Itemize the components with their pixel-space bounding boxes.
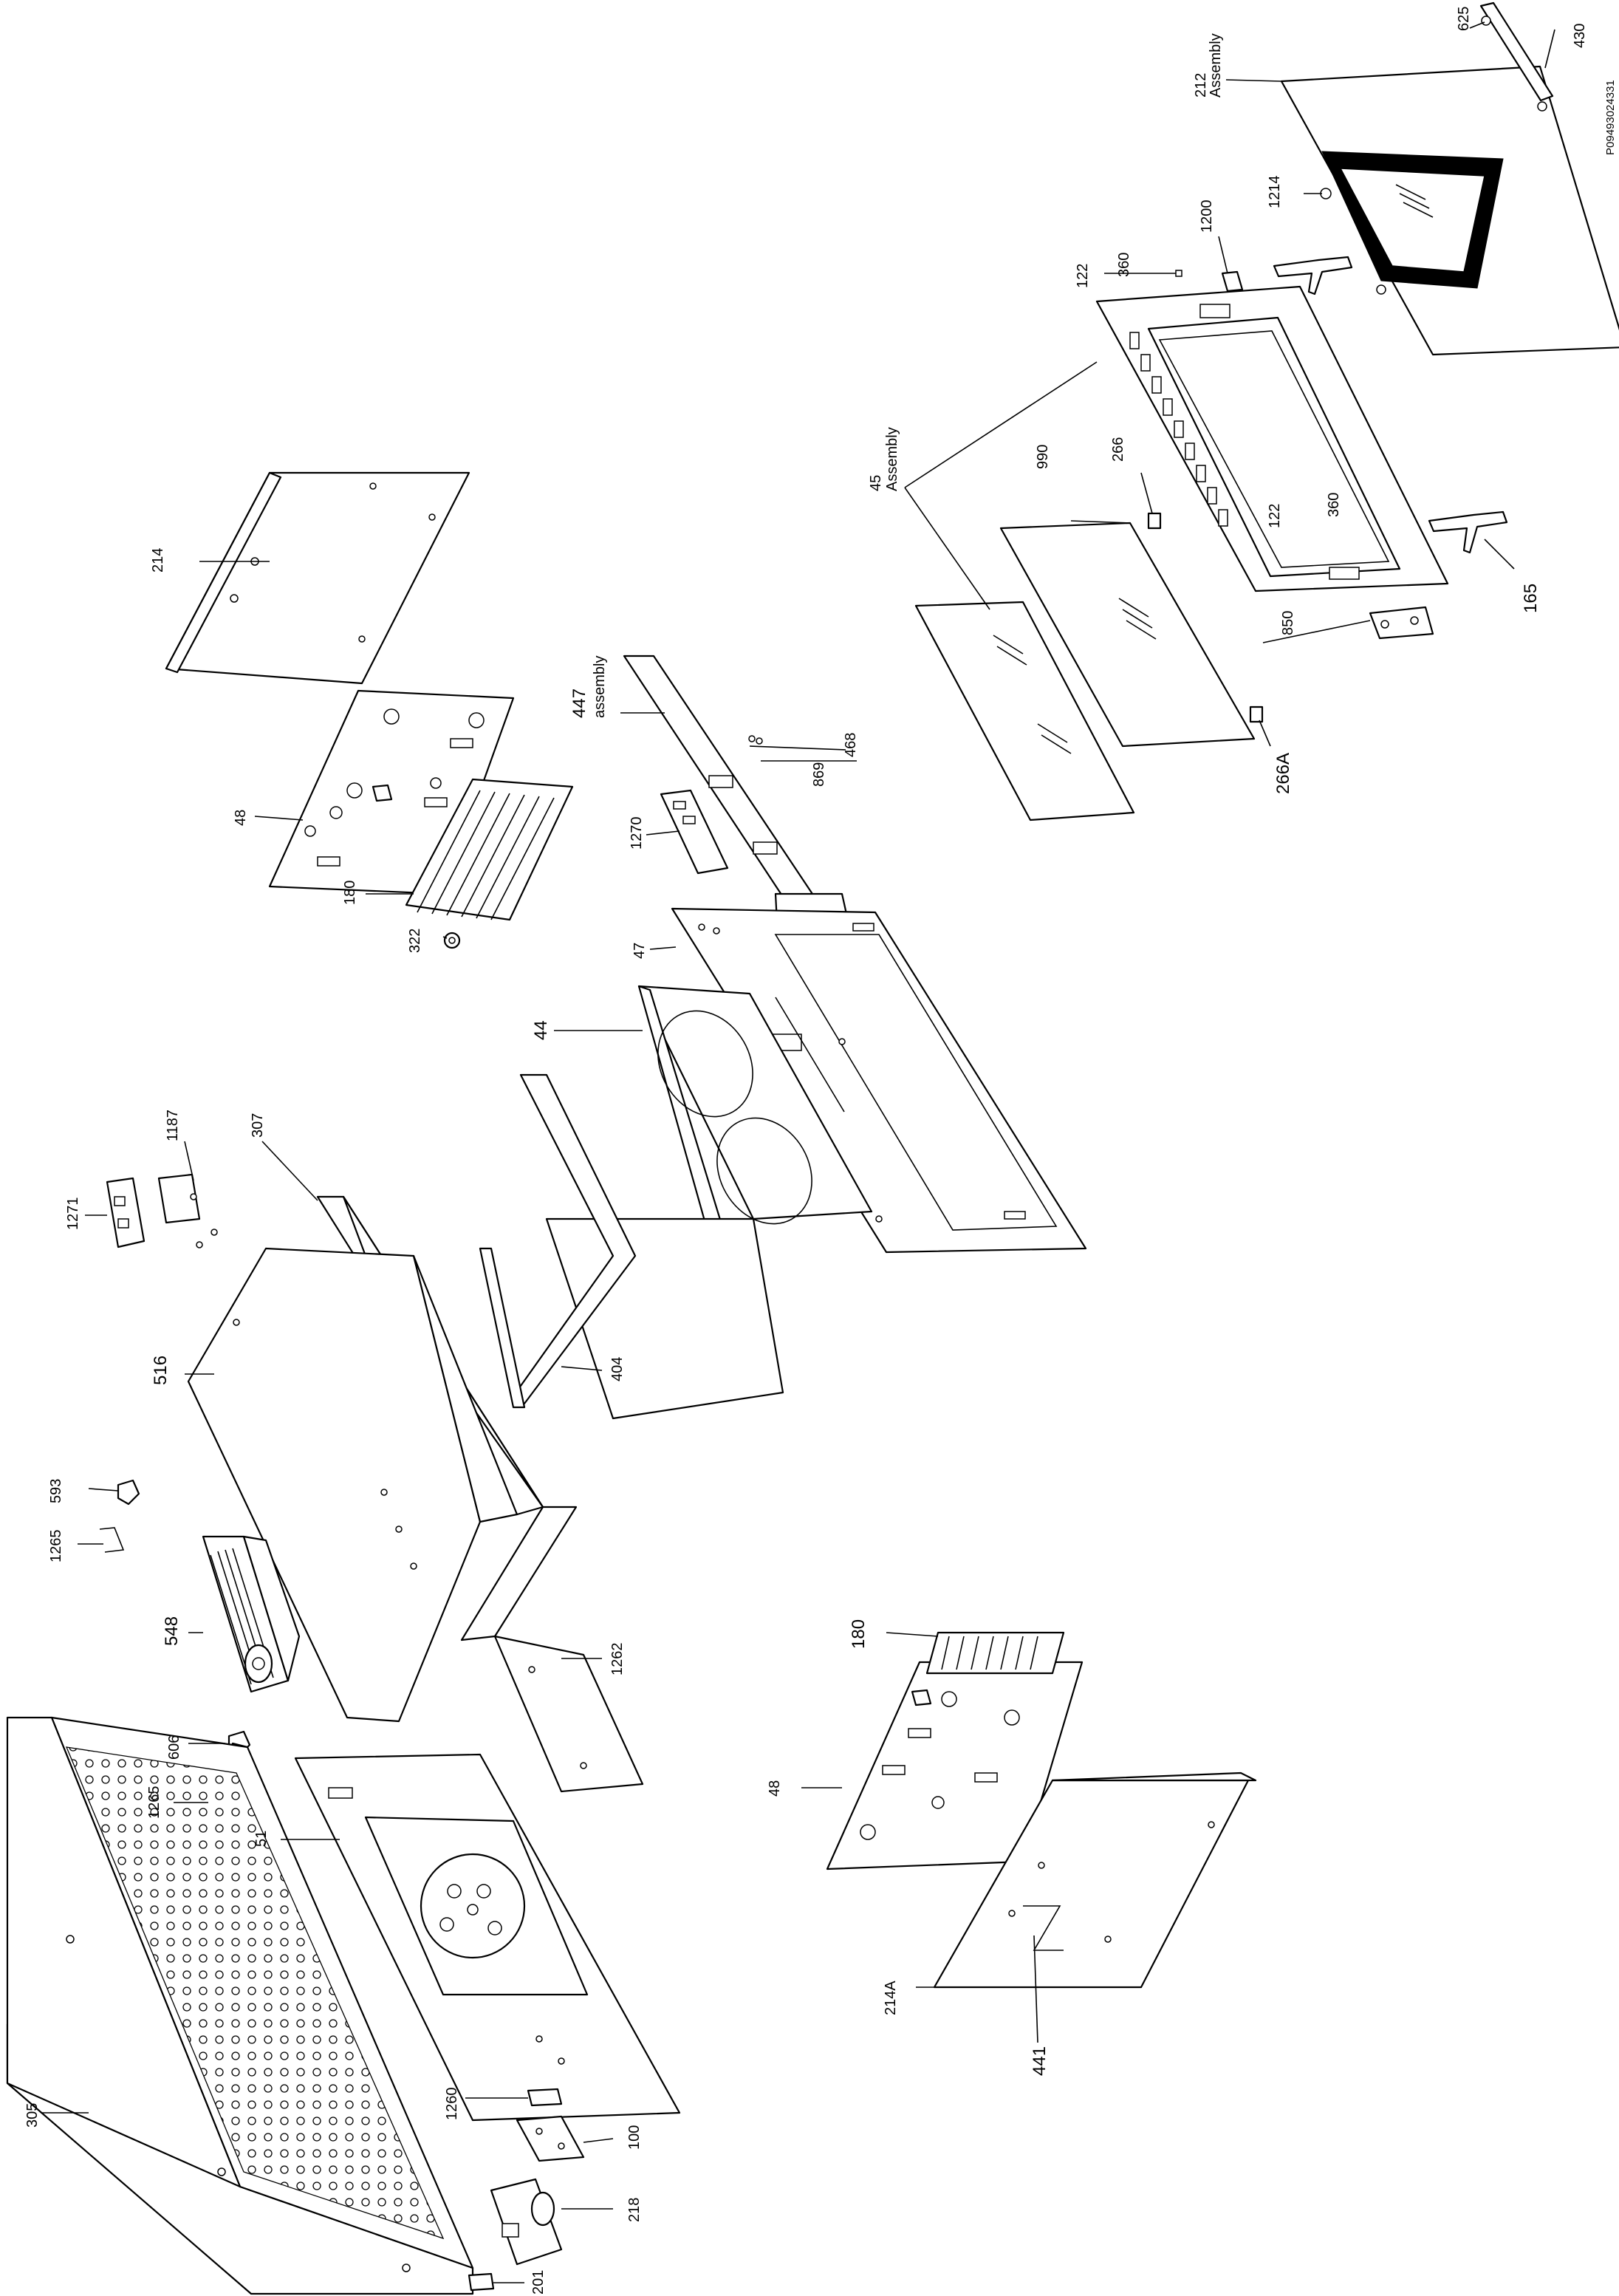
- bracket-100: [516, 2115, 585, 2162]
- label-100: 100: [626, 2125, 643, 2150]
- label-869: 869: [811, 762, 827, 787]
- label-1265-upper: 1265: [48, 1530, 64, 1563]
- label-447: 447: [569, 689, 589, 718]
- label-360-lower: 360: [1326, 493, 1342, 517]
- label-214: 214: [150, 548, 166, 573]
- electronic-module-1270: [660, 789, 729, 875]
- label-990: 990: [1035, 445, 1051, 469]
- label-1271: 1271: [65, 1197, 81, 1231]
- label-122-lower: 122: [1267, 504, 1283, 528]
- bracket-1260: [527, 2088, 563, 2107]
- label-212: 212: [1193, 73, 1209, 98]
- glass-pane-990: [999, 522, 1256, 748]
- label-1270: 1270: [629, 817, 645, 850]
- label-447-assembly: assembly: [592, 656, 608, 718]
- side-panel-214: [165, 471, 470, 685]
- label-45-assembly: Assembly: [884, 427, 900, 491]
- label-322: 322: [407, 929, 423, 953]
- label-1200: 1200: [1199, 200, 1215, 233]
- door-hinge-upper: [1273, 256, 1353, 295]
- tangential-fan-548: [202, 1535, 301, 1693]
- outer-wrapper-305: [6, 1716, 474, 2295]
- label-1262: 1262: [609, 1643, 626, 1676]
- drawing-code: P09493024331: [1604, 80, 1617, 155]
- outer-casing-516: [187, 1247, 518, 1723]
- label-266: 266: [1110, 437, 1126, 462]
- door-trim-bar-430: [1479, 1, 1554, 112]
- glass-spacer-266: [1147, 512, 1162, 530]
- clip-1200: [1221, 270, 1244, 293]
- shelf-rack-180-lower: [925, 1631, 1065, 1675]
- fan-nut-322: [443, 932, 461, 949]
- switch-1271: [106, 1177, 218, 1248]
- label-360-upper: 360: [1116, 253, 1132, 277]
- label-1260: 1260: [444, 2088, 460, 2121]
- rear-rail-1262: [460, 1506, 644, 1793]
- label-180-lower: 180: [849, 1619, 869, 1649]
- label-468: 468: [843, 733, 859, 757]
- label-850: 850: [1280, 611, 1296, 635]
- clip-593: [117, 1479, 140, 1506]
- label-165: 165: [1521, 584, 1541, 613]
- label-404: 404: [609, 1357, 626, 1381]
- label-606: 606: [166, 1735, 182, 1760]
- leader-lines: [41, 21, 1555, 2283]
- clip-1265-upper: [99, 1527, 125, 1553]
- label-47: 47: [631, 943, 648, 959]
- side-panel-214A: [933, 1771, 1257, 1989]
- label-548: 548: [162, 1616, 182, 1646]
- label-430: 430: [1572, 24, 1588, 48]
- label-51: 51: [253, 1831, 270, 1847]
- label-45: 45: [868, 475, 884, 491]
- side-guard-404: [479, 1073, 637, 1409]
- bracket-1187: [157, 1173, 201, 1224]
- outer-door-panel-212: [1280, 65, 1619, 356]
- callout-labels: 625 430 212 Assembly 1214 1200 122 360 4…: [24, 7, 1617, 2295]
- label-516: 516: [151, 1356, 171, 1385]
- label-48-lower: 48: [767, 1780, 783, 1797]
- label-122-upper: 122: [1075, 264, 1091, 288]
- label-441: 441: [1030, 2046, 1050, 2076]
- label-1265-lower: 1265: [146, 1786, 162, 1820]
- label-180-upper: 180: [342, 881, 358, 905]
- label-625: 625: [1456, 7, 1472, 31]
- glass-pane-inner: [914, 601, 1135, 821]
- shelf-rack-180-upper: [405, 778, 574, 921]
- label-212-assembly: Assembly: [1208, 33, 1224, 98]
- screw-1214: [1320, 188, 1332, 199]
- inner-door-frame-45: [1095, 285, 1449, 592]
- rear-panel-51: [294, 1753, 681, 2122]
- label-218: 218: [626, 2198, 643, 2222]
- label-307: 307: [250, 1113, 266, 1138]
- screw-360-upper: [1175, 270, 1182, 277]
- label-201: 201: [530, 2270, 547, 2295]
- clip-201: [468, 2272, 495, 2292]
- label-1187: 1187: [165, 1110, 181, 1141]
- label-593: 593: [48, 1479, 64, 1503]
- label-214A: 214A: [883, 1981, 899, 2015]
- glass-spacer-266A: [1249, 705, 1264, 723]
- side-runner-48-lower: [826, 1661, 1084, 1870]
- thermostat-218: [490, 2178, 563, 2266]
- label-1214: 1214: [1267, 176, 1283, 209]
- label-266A: 266A: [1273, 753, 1293, 794]
- door-hinge-lower-165: [1428, 510, 1508, 554]
- door-latch-850: [1369, 606, 1434, 640]
- label-48-upper: 48: [233, 810, 249, 826]
- label-305: 305: [24, 2103, 41, 2128]
- label-44: 44: [531, 1020, 551, 1040]
